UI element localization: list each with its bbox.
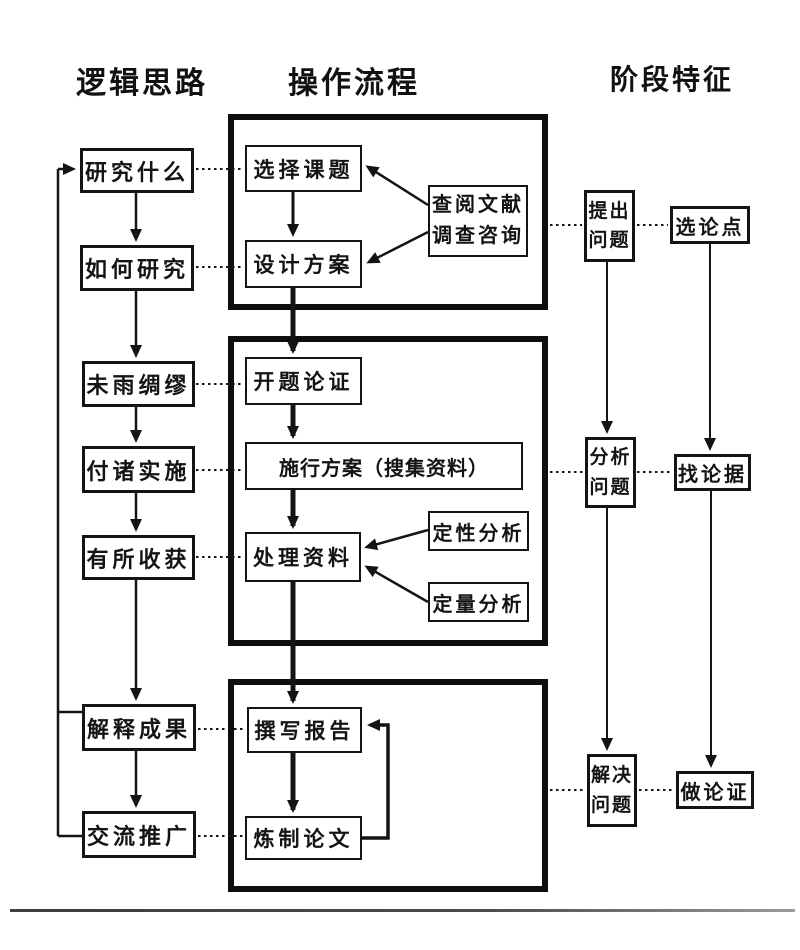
- node-literature-consult: 查阅文献 调查咨询: [428, 185, 528, 257]
- stage-flow-arrows: [601, 244, 717, 768]
- node-select-topic: 选择课题: [245, 145, 362, 192]
- node-find-evidence: 找论据: [674, 454, 751, 491]
- node-process-data: 处理资料: [245, 532, 361, 582]
- process-group-2-frame: [228, 336, 548, 646]
- header-stage: 阶段特征: [610, 64, 735, 95]
- node-how-to-research: 如何研究: [80, 245, 194, 291]
- node-gain-results: 有所收获: [82, 535, 195, 580]
- feedback-loop: [56, 163, 82, 838]
- node-quantitative-analysis: 定量分析: [428, 582, 529, 622]
- node-execute-plan-collect-data: 施行方案（搜集资料）: [245, 442, 523, 490]
- header-logic: 逻辑思路: [76, 67, 208, 100]
- node-research-what: 研究什么: [80, 148, 194, 193]
- diagonal-arrows: [364, 165, 429, 604]
- node-raise-question: 提出 问题: [584, 190, 635, 262]
- node-put-into-practice: 付诸实施: [82, 446, 195, 493]
- node-make-argument: 做论证: [676, 771, 754, 809]
- node-refine-paper: 炼制论文: [245, 816, 362, 860]
- node-solve-question: 解决 问题: [587, 754, 637, 827]
- node-communicate-promote: 交流推广: [82, 811, 196, 858]
- node-analyze-question: 分析 问题: [585, 437, 636, 508]
- dotted-links: [196, 168, 674, 837]
- revision-loop-arrow: [362, 719, 390, 840]
- node-proposal-defense: 开题论证: [245, 357, 362, 405]
- process-group-3-frame: [228, 679, 548, 892]
- node-write-report: 撰写报告: [247, 707, 362, 753]
- process-group-1-frame: [228, 114, 548, 310]
- header-process: 操作流程: [288, 67, 420, 100]
- node-interpret-results: 解释成果: [82, 704, 196, 751]
- node-qualitative-analysis: 定性分析: [428, 511, 529, 551]
- node-design-plan: 设计方案: [245, 240, 362, 288]
- bottom-rule: [10, 909, 795, 912]
- node-choose-thesis: 选论点: [670, 206, 750, 244]
- node-prepare-ahead: 未雨绸缪: [82, 361, 195, 407]
